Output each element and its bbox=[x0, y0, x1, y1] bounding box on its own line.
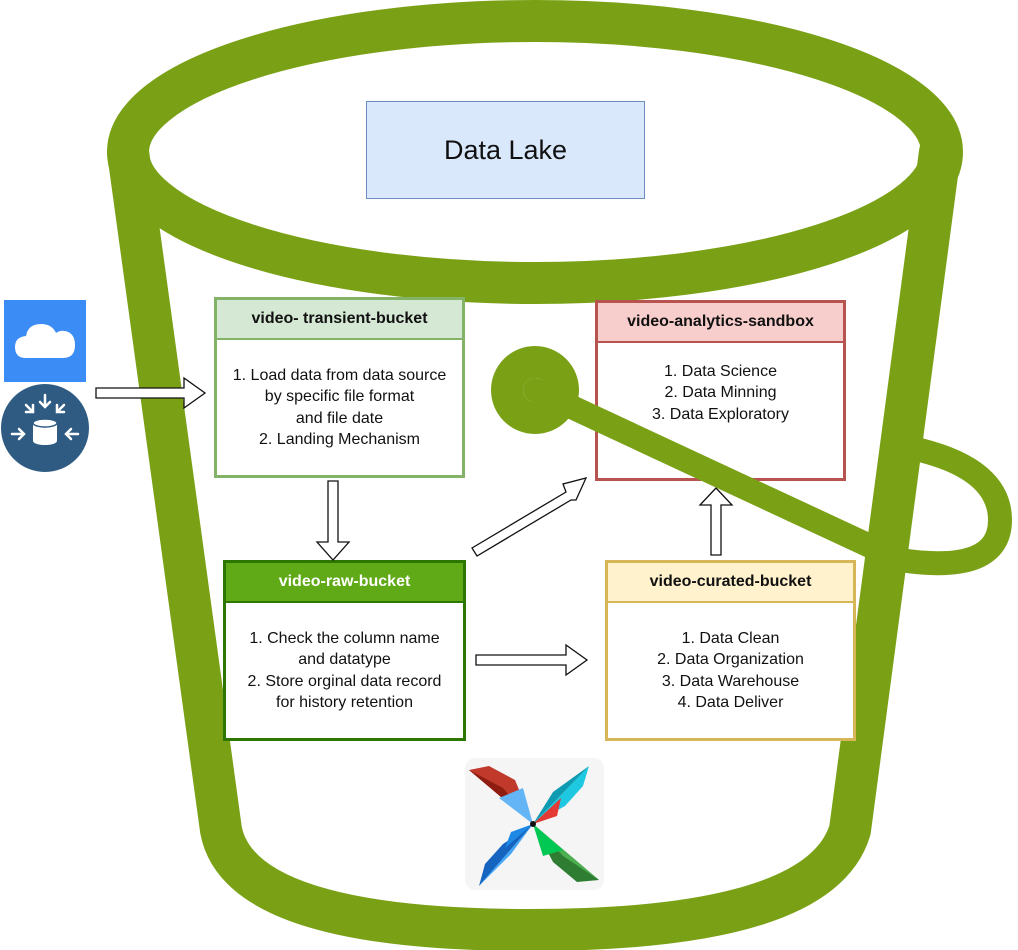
curated-line: 1. Data Clean bbox=[681, 629, 780, 647]
transient-bucket-card: video- transient-bucket 1. Load data fro… bbox=[214, 297, 465, 478]
raw-bucket-card: video-raw-bucket 1. Check the column nam… bbox=[223, 560, 466, 741]
transient-line: by specific file format bbox=[264, 388, 415, 405]
raw-line: for history retention bbox=[276, 694, 413, 711]
data-lake-title: Data Lake bbox=[366, 101, 645, 199]
analytics-sandbox-header: video-analytics-sandbox bbox=[598, 303, 843, 343]
curated-bucket-card: video-curated-bucket 1. Data Clean 2. Da… bbox=[605, 560, 856, 741]
sandbox-line: 1. Data Science bbox=[664, 362, 777, 380]
curated-bucket-header: video-curated-bucket bbox=[608, 563, 853, 603]
sandbox-line: 2. Data Minning bbox=[664, 384, 777, 402]
curated-line: 3. Data Warehouse bbox=[661, 672, 800, 690]
raw-line: and datatype bbox=[298, 651, 391, 668]
transient-line: and file date bbox=[295, 409, 384, 427]
database-ingest-icon bbox=[0, 383, 90, 473]
sandbox-line: 3. Data Exploratory bbox=[652, 405, 789, 423]
analytics-sandbox-body: 1. Data Science 2. Data Minning 3. Data … bbox=[598, 343, 843, 443]
transient-bucket-body: 1. Load data from data source by specifi… bbox=[217, 340, 462, 475]
curated-line: 4. Data Deliver bbox=[677, 694, 784, 711]
curated-bucket-body: 1. Data Clean 2. Data Organization 3. Da… bbox=[608, 603, 853, 738]
curated-line: 2. Data Organization bbox=[657, 651, 804, 668]
bucket-body bbox=[107, 131, 961, 950]
raw-bucket-header: video-raw-bucket bbox=[226, 563, 463, 603]
airflow-pinwheel-icon bbox=[465, 758, 604, 890]
transient-line: 2. Landing Mechanism bbox=[259, 431, 420, 448]
raw-bucket-body: 1. Check the column name and datatype 2.… bbox=[226, 603, 463, 738]
analytics-sandbox-card: video-analytics-sandbox 1. Data Science … bbox=[595, 300, 846, 481]
raw-line: 2. Store orginal data record bbox=[247, 672, 442, 690]
raw-line: 1. Check the column name bbox=[249, 629, 440, 647]
cloud-icon bbox=[4, 300, 86, 382]
transient-line: 1. Load data from data source bbox=[232, 366, 447, 384]
transient-bucket-header: video- transient-bucket bbox=[217, 300, 462, 340]
